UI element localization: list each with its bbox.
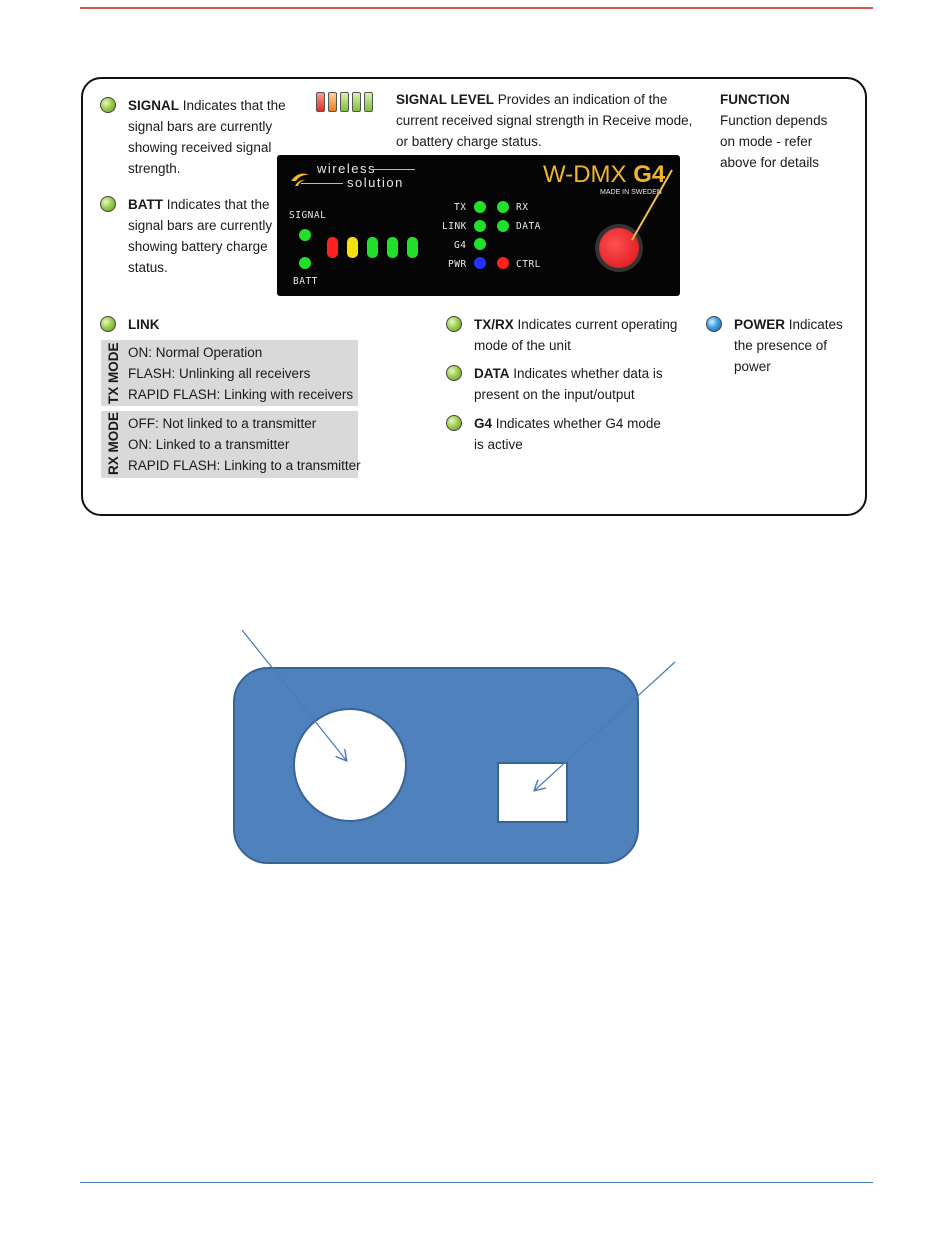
diagram-arrow-left [241,629,346,760]
device-front-panel: wireless solution W-DMX G4 MADE IN SWEDE… [277,155,680,296]
diagram-circle [293,708,407,822]
tx-mode-item: RAPID FLASH: Linking with receivers [128,387,354,402]
made-in-label: MADE IN SWEDEN [600,189,662,196]
device-link-led [474,220,486,232]
device-bar-4 [387,237,398,258]
rx-mode-box [101,411,358,478]
device-bar-5 [407,237,418,258]
device-bar-2 [347,237,358,258]
tx-mode-label: TX MODE [106,342,121,404]
device-bar-3 [367,237,378,258]
g4-title: G4 [474,416,493,431]
device-data-label: DATA [516,221,541,232]
device-batt-label: BATT [293,276,318,287]
brand-bottom: solution [347,175,404,190]
bottom-rule [80,1182,873,1183]
diagram-arrow-right [535,661,676,790]
diagram-square [497,762,568,823]
link-title-wrap: LINK [128,314,160,335]
signal-level-description: SIGNAL LEVEL Provides an indication of t… [396,92,693,149]
rx-mode-item: ON: Linked to a transmitter [128,437,290,452]
brand-line-top [371,169,415,170]
model-name: W-DMX G4 [543,161,666,188]
device-batt-led [299,257,311,269]
g4-led-icon [446,415,462,431]
txrx-description: TX/RX Indicates current operating mode o… [474,317,678,353]
g4-description: G4 Indicates whether G4 mode is active [474,416,661,452]
data-description: DATA Indicates whether data is present o… [474,366,663,402]
device-g4-led [474,238,486,250]
txrx-title: TX/RX [474,317,514,332]
txrx-led-icon [446,316,462,332]
function-pointer [631,169,673,241]
rx-mode-item: OFF: Not linked to a transmitter [128,416,317,431]
device-signal-label: SIGNAL [289,210,327,221]
tx-mode-item: FLASH: Unlinking all receivers [128,366,311,381]
power-led-icon [706,316,722,332]
rx-mode-label: RX MODE [106,411,121,475]
rx-mode-item: RAPID FLASH: Linking to a transmitter [128,458,361,473]
batt-description: BATT Indicates that the signal bars are … [128,197,273,275]
device-tx-led [474,201,486,213]
link-led-icon [100,316,116,332]
device-ctrl-led [497,257,509,269]
data-led-icon [446,365,462,381]
device-tx-label: TX [454,202,467,213]
function-button[interactable] [599,228,639,268]
wireless-solution-logo-icon [291,173,309,186]
top-rule [80,7,873,9]
signal-level-bars-icon [316,92,373,112]
legend-panel [81,77,867,516]
brand-top: wireless [317,161,376,176]
tx-mode-list: ON: Normal Operation FLASH: Unlinking al… [128,342,353,405]
device-pwr-led [474,257,486,269]
brand-line-bottom [301,183,343,184]
signal-description: SIGNAL Indicates that the signal bars ar… [128,98,286,176]
data-title: DATA [474,366,510,381]
signal-level-title: SIGNAL LEVEL [396,92,495,107]
device-bar-1 [327,237,338,258]
device-pwr-label: PWR [448,259,467,270]
device-rx-label: RX [516,202,529,213]
link-title: LINK [128,317,160,332]
device-g4-label: G4 [454,240,467,251]
signal-led-icon [100,97,116,113]
placeholder-diagram [233,629,676,864]
device-ctrl-label: CTRL [516,259,541,270]
rx-mode-list: OFF: Not linked to a transmitter ON: Lin… [128,413,361,476]
batt-title: BATT [128,197,163,212]
tx-mode-item: ON: Normal Operation [128,345,263,360]
batt-led-icon [100,196,116,212]
power-title: POWER [734,317,786,332]
device-rx-led [497,201,509,213]
device-link-label: LINK [442,221,467,232]
function-description: FUNCTION Function depends on mode - refe… [720,92,828,170]
power-description: POWER Indicates the presence of power [734,317,843,374]
tx-mode-box [101,340,358,406]
device-signal-led [299,229,311,241]
device-data-led [497,220,509,232]
signal-title: SIGNAL [128,98,180,113]
function-title: FUNCTION [720,92,790,107]
